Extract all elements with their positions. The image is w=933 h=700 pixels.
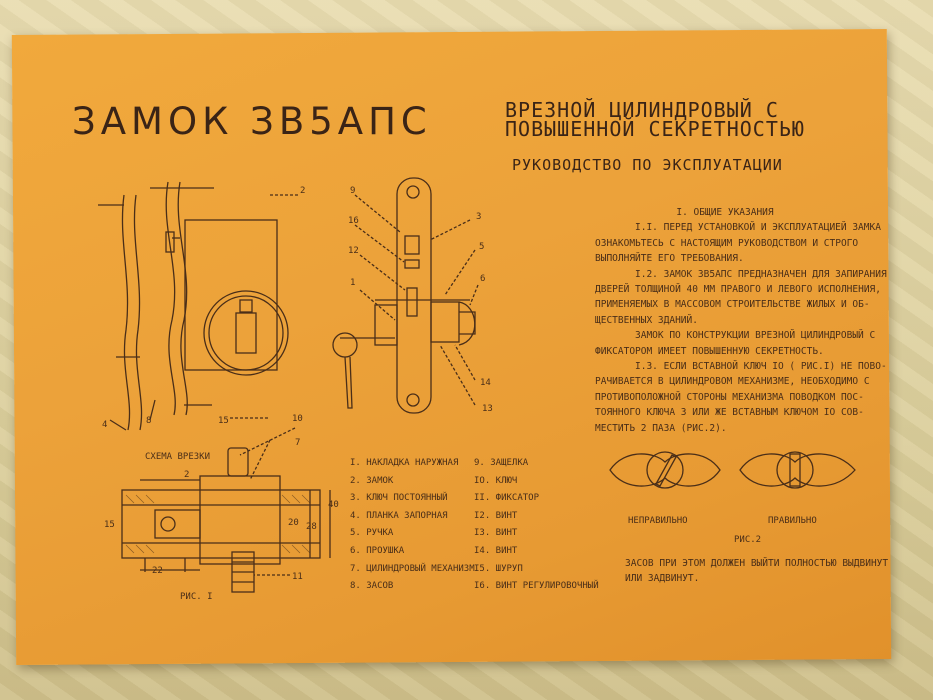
fig2-right-label: ПРАВИЛЬНО — [768, 516, 817, 526]
mounting-scheme-drawing — [121, 427, 331, 593]
callout-label: 2 — [300, 186, 306, 196]
part-item: 8. ЗАСОВ — [350, 581, 394, 592]
callout-label: 14 — [480, 378, 491, 388]
text-line: ВЫПОЛНЯЙТЕ ЕГО ТРЕБОВАНИЯ. — [595, 253, 744, 265]
lock-body-drawing — [332, 177, 479, 414]
part-item: IO. КЛЮЧ — [474, 475, 518, 486]
dimension-label: 22 — [152, 566, 163, 576]
callout-label: 5 — [479, 242, 485, 252]
part-item: 6. ПРОУШКА — [350, 545, 405, 556]
part-item: 3. КЛЮЧ ПОСТОЯННЫЙ — [350, 493, 448, 504]
text-line: I.I. ПЕРЕД УСТАНОВКОЙ И ЭКСПЛУАТАЦИЕЙ ЗА… — [635, 222, 881, 234]
callout-label: 10 — [292, 414, 303, 424]
scheme-label: СХЕМА ВРЕЗКИ — [145, 452, 211, 462]
dimension-label: 40 — [328, 500, 339, 510]
part-item: 4. ПЛАНКА ЗАПОРНАЯ — [350, 510, 448, 521]
subtitle-line-1: ВРЕЗНОЙ ЦИЛИНДРОВЫЙ С — [505, 98, 779, 122]
subtitle-line-2: ПОВЫШЕННОЙ СЕКРЕТНОСТЬЮ — [505, 117, 805, 141]
section-heading: I. ОБЩИЕ УКАЗАНИЯ — [676, 207, 774, 218]
callout-label: 13 — [482, 404, 493, 414]
part-item: 7. ЦИЛИНДРОВЫЙ МЕХАНИЗМ — [350, 563, 475, 574]
manual-heading: РУКОВОДСТВО ПО ЭКСПЛУАТАЦИИ — [512, 156, 783, 174]
part-item: I. НАКЛАДКА НАРУЖНАЯ — [350, 458, 459, 468]
part-item: II. ФИКСАТОР — [474, 493, 540, 504]
fig2-wrong-drawing — [609, 451, 721, 489]
parts-list-left: I. НАКЛАДКА НАРУЖНАЯ 2. ЗАМОК 3. КЛЮЧ ПО… — [350, 455, 475, 596]
dimension-label: 2 — [184, 470, 190, 480]
dimension-label: 28 — [306, 522, 317, 532]
text-line: МЕСТИТЬ 2 ПАЗА (РИС.2). — [595, 422, 727, 434]
text-line: ЗАСОВ ПРИ ЭТОМ ДОЛЖЕН ВЫЙТИ ПОЛНОСТЬЮ ВЫ… — [625, 558, 889, 569]
callout-label: 6 — [480, 274, 486, 284]
part-item: I6. ВИНТ РЕГУЛИРОВОЧНЫЙ — [474, 581, 599, 592]
fig2-right-drawing — [739, 451, 856, 489]
text-line: I.3. ЕСЛИ ВСТАВНОЙ КЛЮЧ IO ( РИС.I) НЕ П… — [635, 361, 887, 373]
callout-label: 16 — [348, 216, 359, 226]
callout-label: 7 — [295, 438, 301, 448]
part-item: 2. ЗАМОК — [350, 475, 394, 486]
fig2-wrong-label: НЕПРАВИЛЬНО — [628, 516, 688, 526]
text-line: ПРОТИВОПОЛОЖНОЙ СТОРОНЫ МЕХАНИЗМА ПОВОДК… — [595, 391, 864, 403]
part-item: I4. ВИНТ — [474, 545, 518, 556]
text-line: ЗАМОК ПО КОНСТРУКЦИИ ВРЕЗНОЙ ЦИЛИНДРОВЫЙ… — [635, 330, 876, 342]
part-item: I3. ВИНТ — [474, 528, 518, 539]
callout-label: 15 — [218, 416, 229, 426]
text-line: ОЗНАКОМЬТЕСЬ С НАСТОЯЩИМ РУКОВОДСТВОМ И … — [595, 237, 859, 249]
text-line: РАЧИВАЕТСЯ В ЦИЛИНДРОВОМ МЕХАНИЗМЕ, НЕОБ… — [595, 376, 870, 388]
text-line: I.2. ЗАМОК ЗВ5АПС ПРЕДНАЗНАЧЕН ДЛЯ ЗАПИР… — [635, 268, 887, 280]
bottom-note: ЗАСОВ ПРИ ЭТОМ ДОЛЖЕН ВЫЙТИ ПОЛНОСТЬЮ ВЫ… — [625, 556, 888, 586]
fig2-caption: РИС.2 — [734, 535, 762, 545]
text-line: ТОЯННОГО КЛЮЧА 3 ИЛИ ЖЕ ВСТАВНЫМ КЛЮЧОМ … — [595, 407, 864, 419]
callout-label: 8 — [146, 416, 152, 426]
part-item: 9. ЗАЩЕЛКА — [474, 458, 529, 468]
callout-label: 3 — [476, 212, 482, 222]
parts-list-right: 9. ЗАЩЕЛКА IO. КЛЮЧ II. ФИКСАТОР I2. ВИН… — [474, 455, 599, 596]
dimension-label: 20 — [288, 518, 299, 528]
text-line: ФИКСАТОРОМ ИМЕЕТ ПОВЫШЕННУЮ СЕКРЕТНОСТЬ. — [595, 345, 824, 357]
part-item: I2. ВИНТ — [474, 510, 518, 521]
general-instructions: I. ОБЩИЕ УКАЗАНИЯ I.I. ПЕРЕД УСТАНОВКОЙ … — [595, 205, 887, 436]
text-line: ЩЕСТВЕННЫХ ЗДАНИЙ. — [595, 314, 698, 326]
callout-label: 1 — [350, 278, 356, 288]
callout-label: 9 — [350, 186, 356, 196]
fig1-caption: РИС. I — [180, 592, 213, 602]
part-item: 5. РУЧКА — [350, 528, 394, 539]
dimension-label: 15 — [104, 520, 115, 530]
callout-label: 11 — [292, 572, 303, 582]
callout-label: 4 — [102, 420, 108, 430]
text-line: ИЛИ ЗАДВИНУТ. — [625, 573, 700, 584]
document-title: ЗАМОК ЗВ5АПС — [72, 100, 432, 143]
text-line: ПРИМЕНЯЕМЫХ В МАССОВОМ СТРОИТЕЛЬСТВЕ ЖИЛ… — [595, 299, 870, 311]
text-line: ДВЕРЕЙ ТОЛЩИНОЙ 40 ММ ПРАВОГО И ЛЕВОГО И… — [595, 284, 881, 296]
document-subtitle: ВРЕЗНОЙ ЦИЛИНДРОВЫЙ С ПОВЫШЕННОЙ СЕКРЕТН… — [505, 98, 805, 141]
door-section-drawing — [98, 181, 300, 431]
callout-label: 12 — [348, 246, 359, 256]
part-item: I5. ШУРУП — [474, 563, 523, 574]
